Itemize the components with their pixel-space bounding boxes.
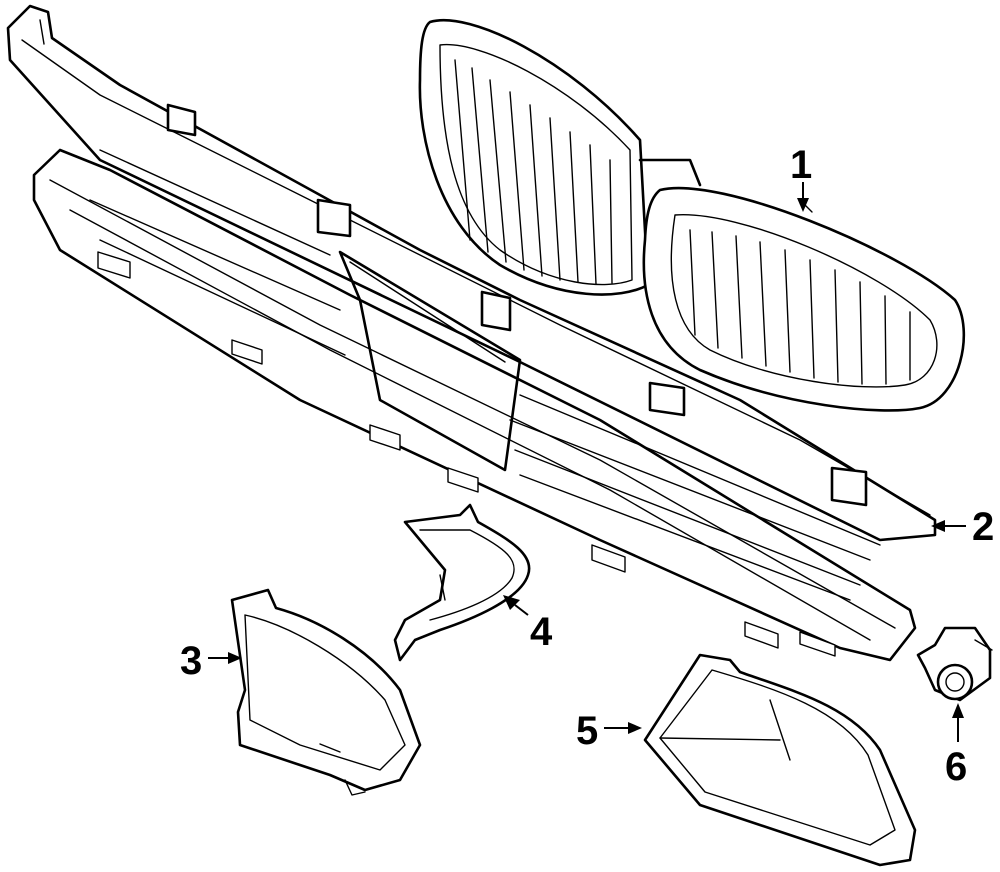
part-3-left-air-duct [230, 588, 422, 796]
part-4-bracket [393, 503, 531, 662]
part-2-lower-grille [6, 4, 937, 662]
callout-number: 4 [530, 610, 553, 654]
callout-6: 6 [945, 703, 967, 789]
part-6-sensor [916, 626, 993, 702]
part-5-trim-panel [643, 653, 917, 867]
callout-1: 1 [790, 143, 812, 212]
callout-number: 2 [972, 505, 994, 549]
callout-number: 1 [790, 143, 812, 187]
callout-3: 3 [180, 639, 242, 683]
callout-2: 2 [931, 505, 994, 549]
callout-5: 5 [576, 709, 642, 753]
callout-4: 4 [503, 595, 553, 654]
callout-number: 6 [945, 745, 967, 789]
callout-number: 3 [180, 639, 202, 683]
part-1-kidney-grille [418, 18, 966, 412]
callout-number: 5 [576, 709, 598, 753]
